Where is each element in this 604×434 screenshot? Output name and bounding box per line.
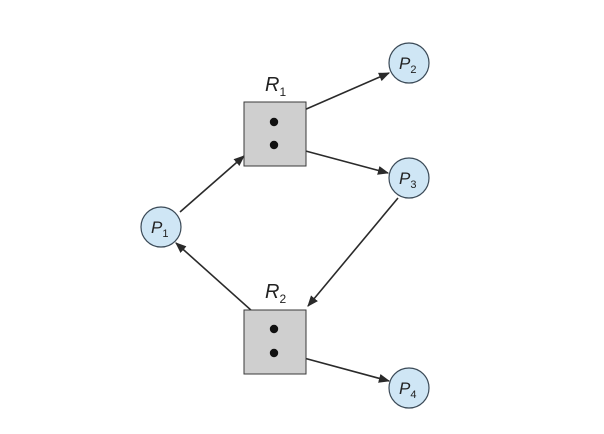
resource-r1-instance-2 <box>269 140 279 150</box>
edge-p3-r2 <box>307 197 399 307</box>
process-p3-label: P3 <box>399 169 416 191</box>
process-p3-circle <box>388 157 430 199</box>
process-p3: P3 <box>388 157 430 199</box>
resource-r1-box <box>243 101 307 167</box>
process-p2-circle <box>388 42 430 84</box>
process-p2: P2 <box>388 42 430 84</box>
edge-r2-p1 <box>175 242 263 321</box>
process-p2-letter: P <box>399 54 411 73</box>
process-p1: P1 <box>140 206 182 248</box>
resource-r2-label: R2 <box>265 281 286 306</box>
process-p1-circle <box>140 206 182 248</box>
resource-r2: R2 <box>243 281 307 375</box>
resource-r1-instance-1 <box>269 117 279 127</box>
process-p2-label: P2 <box>399 54 416 76</box>
resource-r2-index: 2 <box>279 292 286 306</box>
resource-r1: R1 <box>243 74 307 167</box>
resource-r2-instance-1 <box>269 324 279 334</box>
resource-r2-instance-2 <box>269 348 279 358</box>
resource-r2-box <box>243 309 307 375</box>
process-p4-index: 4 <box>410 389 416 401</box>
process-p4-letter: P <box>399 379 411 398</box>
process-p1-label: P1 <box>151 218 168 240</box>
edge-p1-r1 <box>179 155 245 213</box>
process-p2-index: 2 <box>410 64 416 76</box>
process-p4: P4 <box>388 367 430 409</box>
process-p3-index: 3 <box>410 179 416 191</box>
process-p1-index: 1 <box>162 228 168 240</box>
resource-r2-letter: R <box>265 281 279 303</box>
resource-r1-index: 1 <box>279 85 286 99</box>
process-p4-label: P4 <box>399 379 416 401</box>
resource-r1-label: R1 <box>265 74 286 99</box>
resource-r1-letter: R <box>265 74 279 96</box>
process-p1-letter: P <box>151 218 163 237</box>
process-p4-circle <box>388 367 430 409</box>
process-p3-letter: P <box>399 169 411 188</box>
